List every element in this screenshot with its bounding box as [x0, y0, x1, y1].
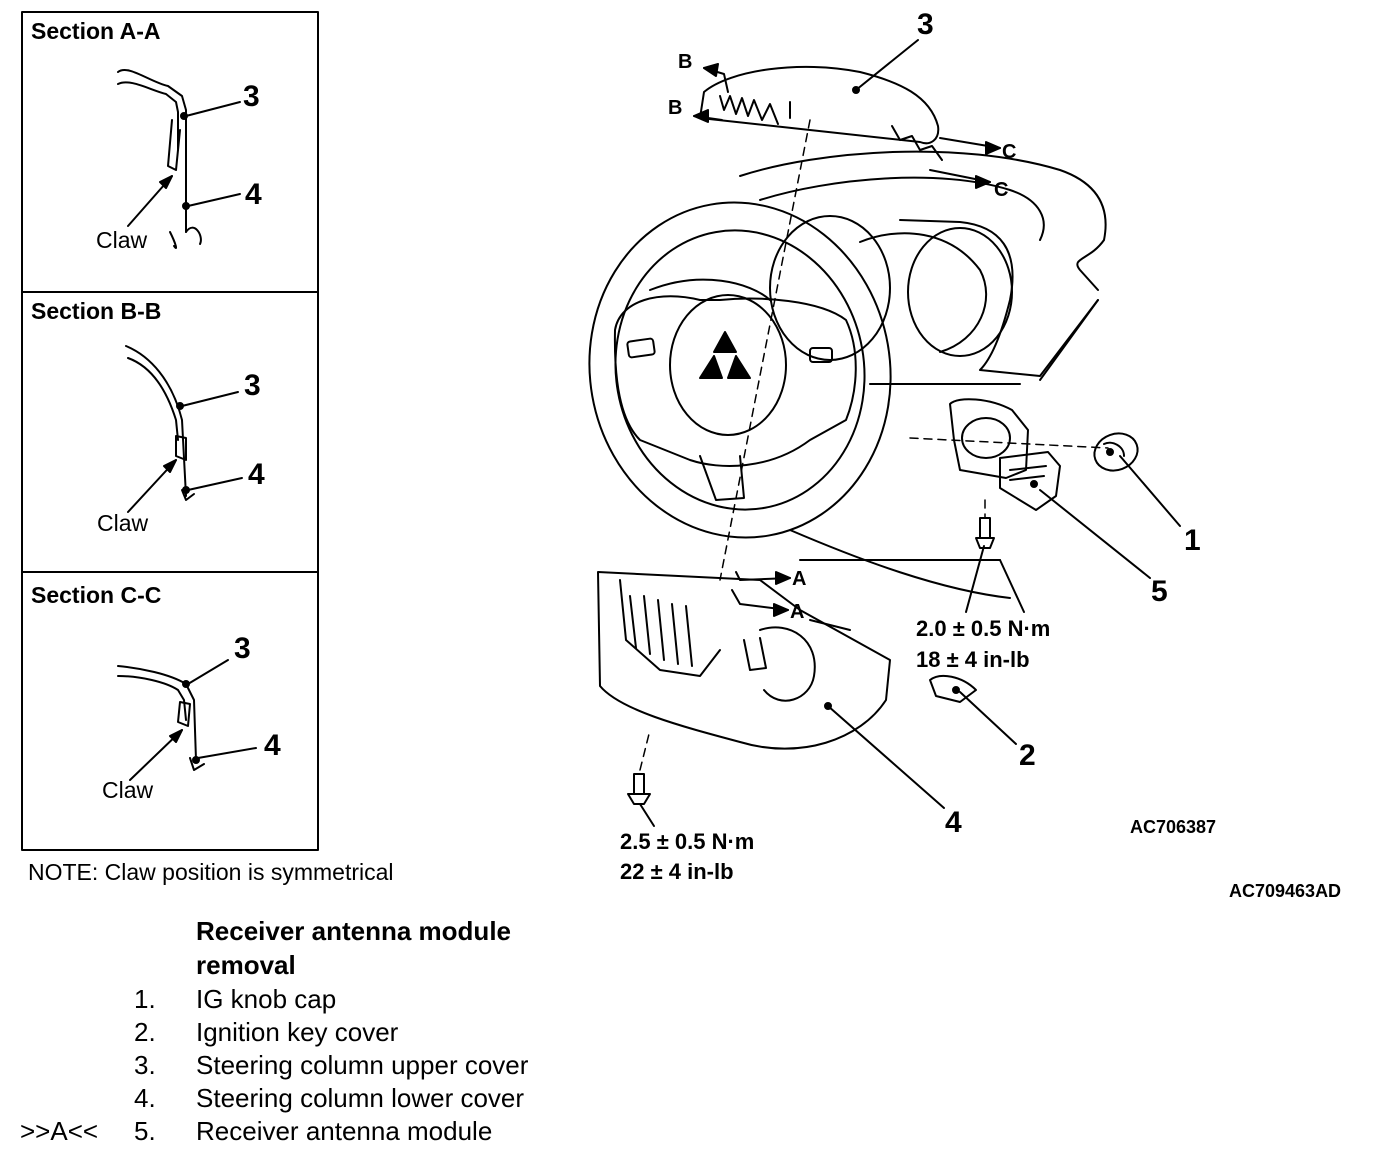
ig-knob-cap-shape	[1093, 432, 1139, 472]
torque-lower-inlb: 22 ± 4 in-lb	[620, 859, 734, 884]
ignition-assembly	[929, 398, 1139, 703]
section-b-claw-label: Claw	[97, 510, 149, 536]
figure-code-outer: AC709463AD	[1229, 881, 1342, 901]
section-a-label-upper: 3	[243, 80, 260, 113]
procedure-item: >>A<< 5. Receiver antenna module	[0, 1116, 600, 1149]
procedure-item-number: 4.	[134, 1083, 156, 1113]
procedure-item-text: Steering column upper cover	[196, 1050, 529, 1080]
callout-lower-cover: 4	[945, 806, 962, 839]
procedure-item-number: 5.	[134, 1116, 156, 1146]
section-mark-a1: A	[792, 568, 807, 590]
section-c-label-upper: 3	[234, 632, 251, 665]
steering-wheel	[588, 201, 892, 539]
dashboard-outline	[649, 150, 1107, 599]
section-c-label-lower: 4	[264, 729, 281, 762]
torque-upper-nm: 2.0 ± 0.5 N·m	[916, 616, 1051, 641]
procedure-title: Receiver antenna module removal	[196, 914, 511, 982]
procedure-item-number: 3.	[134, 1050, 156, 1080]
section-c-frame	[21, 571, 319, 851]
section-mark-c1: C	[1002, 141, 1017, 163]
callout-upper-cover: 3	[917, 8, 934, 41]
procedure-item-text: IG knob cap	[196, 984, 337, 1014]
section-b-label-upper: 3	[244, 369, 261, 402]
section-b-title: Section B-B	[31, 298, 162, 324]
key-cover-shape	[929, 674, 977, 703]
alignment-lines	[639, 119, 1109, 771]
section-b-drawing	[125, 345, 243, 513]
section-mark-c2: C	[994, 179, 1009, 201]
screw-upper	[975, 517, 995, 549]
gauge-right	[907, 227, 1013, 357]
section-a-label-lower: 4	[245, 178, 262, 211]
antenna-module-shape	[999, 451, 1061, 511]
lower-cover	[597, 571, 891, 750]
screw-lower	[627, 773, 651, 805]
section-b-label-lower: 4	[248, 458, 265, 491]
procedure-title-line2: removal	[196, 950, 296, 980]
upper-cover	[699, 65, 943, 161]
torque-upper-inlb: 18 ± 4 in-lb	[916, 647, 1030, 672]
procedure-item: 3. Steering column upper cover	[0, 1050, 600, 1083]
callout-key-cover: 2	[1019, 739, 1036, 772]
procedure-item: 4. Steering column lower cover	[0, 1083, 600, 1116]
section-mark-b1: B	[678, 51, 693, 73]
procedure-item-text: Receiver antenna module	[196, 1116, 493, 1146]
procedure-item-number: 2.	[134, 1017, 156, 1047]
symmetry-note: NOTE: Claw position is symmetrical	[28, 859, 394, 885]
steering-hub	[669, 294, 787, 436]
callout-leaders	[639, 39, 1181, 827]
torque-lower-nm: 2.5 ± 0.5 N·m	[620, 829, 755, 854]
section-c-title: Section C-C	[31, 582, 162, 608]
section-a-claw-label: Claw	[96, 227, 148, 253]
procedure-item-marker: >>A<<	[20, 1116, 99, 1146]
procedure-item-text: Steering column lower cover	[196, 1083, 525, 1113]
procedure-title-line1: Receiver antenna module	[196, 916, 511, 946]
section-a-title: Section A-A	[31, 18, 161, 44]
procedure-item: 1. IG knob cap	[0, 984, 600, 1017]
section-c-drawing	[117, 659, 257, 781]
callout-ig-knob-cap: 1	[1184, 524, 1201, 557]
gauge-left	[769, 215, 891, 361]
procedure-item: 2. Ignition key cover	[0, 1017, 600, 1050]
section-mark-b2: B	[668, 97, 683, 119]
section-mark-a2: A	[790, 601, 805, 623]
section-cut-markers	[693, 63, 1001, 617]
procedure-item-text: Ignition key cover	[196, 1017, 399, 1047]
callout-antenna-module: 5	[1151, 575, 1168, 608]
section-c-claw-label: Claw	[102, 777, 154, 803]
procedure-item-number: 1.	[134, 984, 156, 1014]
figure-code-inner: AC706387	[1130, 817, 1217, 837]
section-a-drawing	[117, 69, 241, 250]
section-b-frame	[21, 291, 319, 573]
